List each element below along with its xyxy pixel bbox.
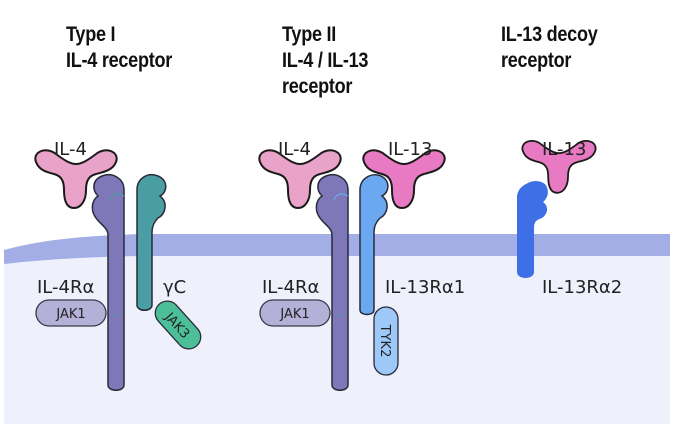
heading-decoy-line2: receptor (501, 49, 572, 72)
il13ra1-chain (359, 174, 389, 316)
heading-type2: Type II IL-4 / IL-13 receptor (282, 22, 368, 100)
heading-type1-line2: IL-4 receptor (66, 49, 173, 72)
il4ra-label-type1: IL-4Rα (37, 277, 94, 298)
il13-label-type2: IL-13 (388, 139, 432, 160)
gammac-label: γC (163, 277, 186, 298)
jak1-kinase-type2: JAK1 (259, 299, 331, 327)
heading-type2-line3: receptor (282, 75, 353, 98)
il4-label-type1: IL-4 (54, 139, 87, 160)
heading-type1-line1: Type I (66, 23, 116, 46)
heading-type2-line1: Type II (282, 23, 337, 46)
il13ra1-label: IL-13Rα1 (385, 277, 465, 298)
il4ra-chain-type1 (91, 174, 125, 391)
jak1-label-type1: JAK1 (55, 307, 85, 322)
il4ra-chain-type2 (315, 174, 349, 391)
il4-label-type2: IL-4 (278, 139, 311, 160)
heading-type2-line2: IL-4 / IL-13 (282, 49, 369, 72)
jak1-kinase-type1: JAK1 (35, 299, 107, 327)
heading-decoy: IL-13 decoy receptor (501, 22, 598, 74)
heading-type1: Type I IL-4 receptor (66, 22, 172, 74)
il4ra-label-type2: IL-4Rα (262, 277, 319, 298)
tyk2-label: TYK2 (377, 324, 392, 358)
il13-label-decoy: IL-13 (542, 139, 586, 160)
il13ra2-chain (517, 181, 548, 278)
heading-decoy-line1: IL-13 decoy (501, 23, 598, 46)
jak1-label-type2: JAK1 (279, 307, 309, 322)
il13ra2-label: IL-13Rα2 (542, 277, 622, 298)
gammac-chain (136, 174, 167, 311)
tyk2-kinase: TYK2 (373, 306, 399, 376)
